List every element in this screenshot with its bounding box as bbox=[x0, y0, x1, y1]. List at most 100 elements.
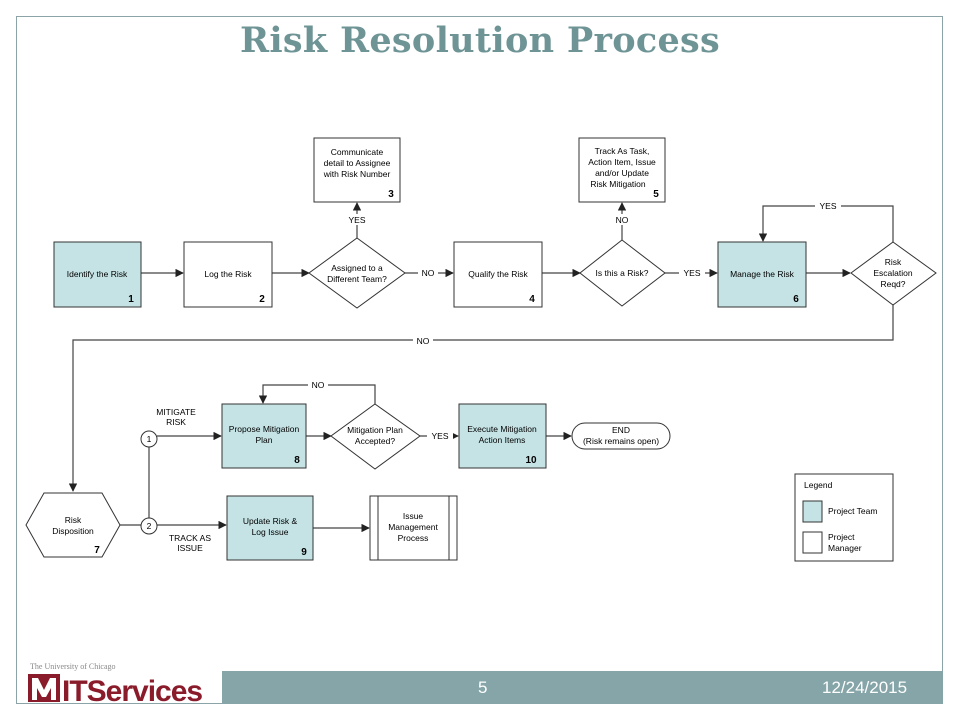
node-identify-text: Identify the Risk bbox=[67, 269, 128, 279]
node-update-num: 9 bbox=[301, 547, 307, 558]
node-propose-plan: Propose Mitigation Plan 8 bbox=[221, 403, 307, 469]
connector-1: 1 bbox=[140, 430, 158, 448]
node-execute-text-2: Action Items bbox=[479, 435, 526, 445]
node-update-text-2: Log Issue bbox=[252, 527, 289, 537]
node-track-task: Track As Task, Action Item, Issue and/or… bbox=[578, 137, 666, 203]
node-propose-text-1: Propose Mitigation bbox=[229, 424, 300, 434]
decision-accepted-text-1: Mitigation Plan bbox=[347, 425, 403, 435]
label-no-escalation: NO bbox=[417, 336, 430, 346]
decision-escalation-shape bbox=[850, 241, 937, 306]
legend: Legend Project Team Project Manager bbox=[794, 473, 894, 562]
connector-2-text: 2 bbox=[147, 521, 152, 531]
node-end: END (Risk remains open) bbox=[571, 422, 671, 450]
node-end-text-1: END bbox=[612, 425, 630, 435]
label-yes-isrisk: YES bbox=[683, 268, 700, 278]
node-execute-text-1: Execute Mitigation bbox=[467, 424, 537, 434]
node-end-shape bbox=[571, 422, 671, 450]
connector-2: 2 bbox=[140, 517, 158, 535]
svg-text:The University of Chicago: The University of Chicago bbox=[30, 662, 116, 671]
node-issuemgmt-text-3: Process bbox=[398, 533, 429, 543]
connector-2-circle bbox=[140, 517, 158, 535]
node-track-text-1: Track As Task, bbox=[595, 146, 650, 156]
node-manage-risk: Manage the Risk 6 bbox=[717, 241, 807, 308]
decision-is-risk: Is this a Risk? bbox=[579, 239, 666, 307]
connector-1-text: 1 bbox=[147, 434, 152, 444]
node-disposition-text-1: Risk bbox=[65, 515, 82, 525]
node-execute-actions: Execute Mitigation Action Items 10 bbox=[458, 403, 547, 469]
label-yes-escalation: YES bbox=[819, 201, 836, 211]
decision-assigned-text-2: Different Team? bbox=[327, 274, 387, 284]
node-update-text-1: Update Risk & bbox=[243, 516, 298, 526]
node-qualify-num: 4 bbox=[529, 294, 535, 305]
decision-plan-accepted: Mitigation Plan Accepted? bbox=[330, 403, 421, 470]
node-communicate-box bbox=[313, 137, 401, 203]
node-risk-disposition: Risk Disposition 7 bbox=[25, 492, 121, 558]
connector-1-circle bbox=[140, 430, 158, 448]
node-identify-box bbox=[53, 241, 142, 308]
legend-label-project-team: Project Team bbox=[828, 506, 877, 516]
legend-title: Legend bbox=[804, 480, 833, 490]
label-mitigate-1: MITIGATE bbox=[156, 407, 196, 417]
label-track-1: TRACK AS bbox=[169, 533, 211, 543]
edge-disposition-branch bbox=[120, 436, 150, 526]
node-communicate-num: 3 bbox=[388, 189, 394, 200]
node-communicate: Communicate detail to Assignee with Risk… bbox=[313, 137, 401, 203]
node-log-box bbox=[183, 241, 273, 308]
itservices-logo: The University of Chicago ITServices bbox=[28, 662, 203, 706]
node-log-num: 2 bbox=[259, 294, 265, 305]
node-execute-box bbox=[458, 403, 547, 469]
node-disposition-shape bbox=[25, 492, 121, 558]
footer-bar bbox=[222, 671, 943, 704]
legend-swatch-project-team bbox=[802, 500, 823, 523]
node-execute-num: 10 bbox=[525, 455, 537, 466]
node-track-text-2: Action Item, Issue bbox=[588, 157, 656, 167]
node-track-text-3: and/or Update bbox=[595, 168, 649, 178]
node-issuemgmt-box bbox=[369, 495, 458, 561]
page-number: 5 bbox=[478, 678, 488, 697]
slide-title: Risk Resolution Process bbox=[239, 20, 721, 61]
label-mitigate-2: RISK bbox=[166, 417, 186, 427]
node-manage-num: 6 bbox=[793, 294, 799, 305]
label-no-assigned: NO bbox=[422, 268, 435, 278]
decision-assigned-team: Assigned to a Different Team? bbox=[308, 237, 406, 309]
node-issuemgmt-text-1: Issue bbox=[403, 511, 424, 521]
legend-label-project-manager-1: Project bbox=[828, 532, 855, 542]
decision-isrisk-shape bbox=[579, 239, 666, 307]
node-propose-text-2: Plan bbox=[255, 435, 272, 445]
decision-escalation-text-1: Risk bbox=[885, 257, 902, 267]
label-track-2: ISSUE bbox=[177, 543, 203, 553]
node-issuemgmt-text-2: Management bbox=[388, 522, 438, 532]
node-log-risk: Log the Risk 2 bbox=[183, 241, 273, 308]
node-log-text: Log the Risk bbox=[204, 269, 252, 279]
decision-escalation: Risk Escalation Reqd? bbox=[850, 241, 937, 306]
edge-escalation-disposition-no bbox=[68, 305, 894, 492]
node-propose-num: 8 bbox=[294, 455, 300, 466]
node-issue-management: Issue Management Process bbox=[369, 495, 458, 561]
node-track-num: 5 bbox=[653, 189, 659, 200]
node-qualify-risk: Qualify the Risk 4 bbox=[453, 241, 543, 308]
node-communicate-text-2: detail to Assignee bbox=[324, 158, 391, 168]
legend-label-project-manager-2: Manager bbox=[828, 543, 862, 553]
node-qualify-box bbox=[453, 241, 543, 308]
node-manage-box bbox=[717, 241, 807, 308]
node-identify-num: 1 bbox=[128, 294, 134, 305]
node-track-text-4: Risk Mitigation bbox=[590, 179, 646, 189]
label-yes-assigned: YES bbox=[348, 215, 365, 225]
node-manage-text: Manage the Risk bbox=[730, 269, 795, 279]
node-disposition-text-2: Disposition bbox=[52, 526, 94, 536]
node-communicate-text-3: with Risk Number bbox=[323, 169, 391, 179]
decision-isrisk-text: Is this a Risk? bbox=[596, 268, 649, 278]
legend-swatch-project-manager bbox=[802, 531, 823, 554]
label-no-accepted: NO bbox=[312, 380, 325, 390]
node-identify-risk: Identify the Risk 1 bbox=[53, 241, 142, 308]
node-disposition-num: 7 bbox=[94, 545, 100, 556]
decision-accepted-shape bbox=[330, 403, 421, 470]
node-end-text-2: (Risk remains open) bbox=[583, 436, 659, 446]
decision-escalation-text-3: Reqd? bbox=[880, 279, 905, 289]
node-update-box bbox=[226, 495, 314, 561]
svg-text:ITServices: ITServices bbox=[62, 675, 202, 706]
node-update-risk: Update Risk & Log Issue 9 bbox=[226, 495, 314, 561]
footer-date: 12/24/2015 bbox=[822, 678, 908, 697]
node-track-box bbox=[578, 137, 666, 203]
